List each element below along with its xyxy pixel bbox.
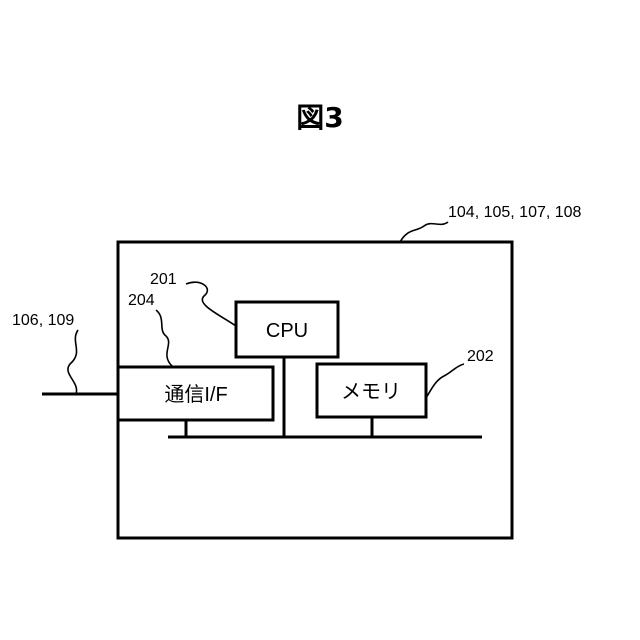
network-leader-line: [68, 330, 78, 394]
cpu-label: CPU: [266, 320, 308, 342]
memory-ref-label: 202: [467, 348, 494, 365]
comm-if-leader-line: [156, 310, 172, 366]
network-ref-label: 106, 109: [12, 312, 74, 329]
memory-leader-line: [426, 364, 464, 398]
cpu-ref-label: 201: [150, 271, 177, 288]
comm-if-label: 通信I/F: [164, 383, 227, 406]
memory-label: メモリ: [341, 381, 401, 403]
device-leader-line: [400, 222, 448, 242]
device-ref-label: 104, 105, 107, 108: [448, 204, 582, 221]
cpu-leader-line: [186, 282, 236, 326]
comm-if-ref-label: 204: [128, 292, 155, 309]
